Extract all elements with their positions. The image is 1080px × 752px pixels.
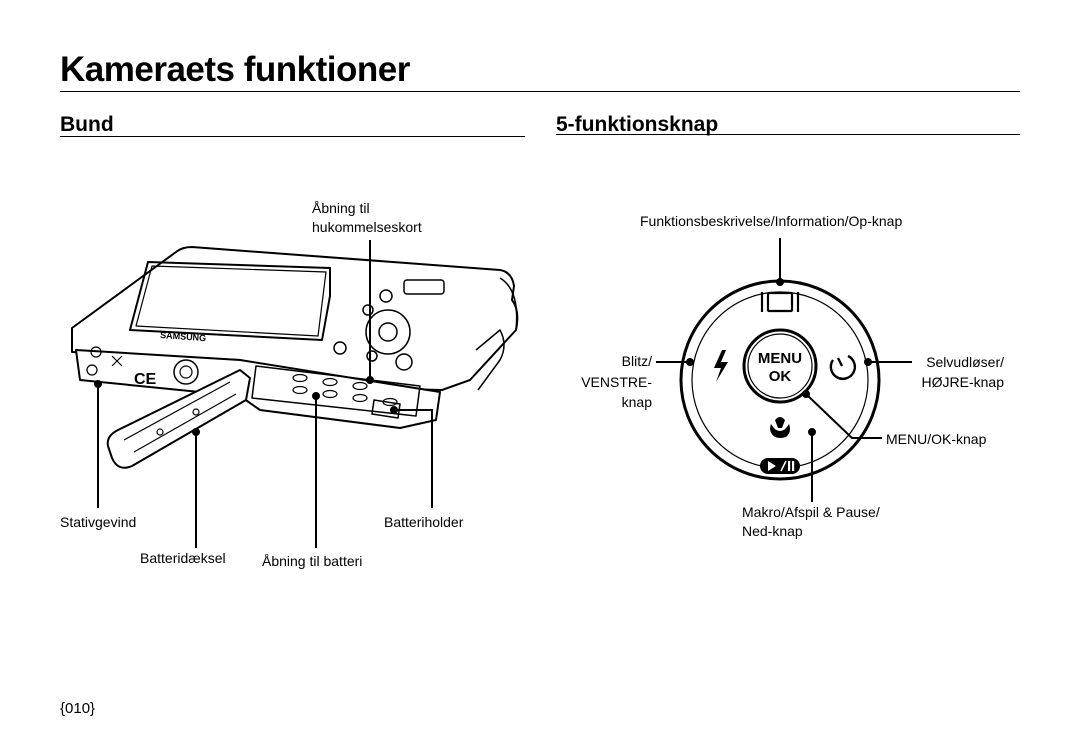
label-menu-ok: MENU/OK-knap <box>886 431 987 447</box>
section-heading-5-function: 5-funktionsknap <box>556 113 719 136</box>
label-timer-line1: Selvudløser/ <box>926 354 1004 370</box>
label-memory-card-line1: Åbning til <box>312 200 370 216</box>
label-macro-line2: Ned-knap <box>742 523 803 539</box>
camera-illustration: SAMSUNG CE <box>71 246 519 469</box>
label-memory-card-line2: hukommelseskort <box>312 219 422 235</box>
section-heading-bottom: Bund <box>60 113 114 136</box>
label-battery-holder: Batteriholder <box>384 514 464 530</box>
info-icon <box>760 291 800 313</box>
dial-leader-lines <box>656 238 912 502</box>
flash-icon <box>714 350 728 382</box>
camera-brand-text: SAMSUNG <box>160 330 207 343</box>
section-divider-5-function <box>556 134 1020 135</box>
label-battery-opening: Åbning til batteri <box>262 553 363 569</box>
svg-text:CE: CE <box>134 371 157 388</box>
label-flash-line1: Blitz/ <box>621 353 652 369</box>
label-flash-line2: VENSTRE- <box>581 374 652 390</box>
play-pause-icon <box>760 458 800 474</box>
page-number: {010} <box>60 700 96 717</box>
label-battery-cover: Batteridæksel <box>140 550 226 566</box>
page-title: Kameraets funktioner <box>60 50 410 89</box>
title-divider <box>60 91 1020 92</box>
label-macro-line1: Makro/Afspil & Pause/ <box>742 504 880 520</box>
menu-button-text: MENU <box>758 350 802 367</box>
ok-button-text: OK <box>769 368 792 385</box>
section-divider-bottom <box>60 136 525 137</box>
camera-leader-lines <box>94 240 433 548</box>
self-timer-icon <box>829 354 857 380</box>
macro-icon <box>770 417 790 438</box>
label-tripod: Stativgevind <box>60 514 137 530</box>
label-timer-line2: HØJRE-knap <box>921 374 1004 390</box>
label-info-up: Funktionsbeskrivelse/Information/Op-knap <box>640 213 903 229</box>
label-flash-line3: knap <box>621 394 652 410</box>
